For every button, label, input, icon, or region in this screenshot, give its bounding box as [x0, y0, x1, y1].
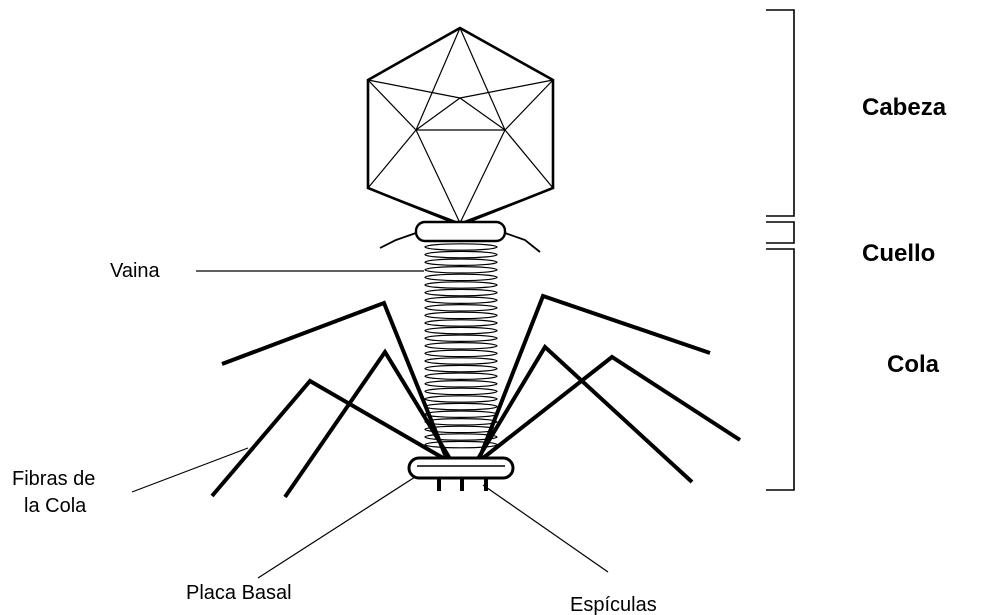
base-plate	[409, 458, 513, 478]
bracket-head	[766, 10, 794, 216]
region-brackets	[766, 10, 794, 490]
tail-fiber-upper-left	[222, 303, 448, 462]
label-sheath: Vaina	[110, 260, 161, 282]
sheath-coil	[425, 343, 497, 349]
sheath-coil	[425, 396, 497, 402]
sheath-coil	[425, 388, 497, 394]
label-head: Cabeza	[862, 94, 947, 121]
capsid-outline	[368, 28, 553, 225]
sheath-coil	[425, 350, 497, 356]
base-plate-group	[409, 458, 513, 491]
sheath-coil	[425, 320, 497, 326]
label-spikes: Espículas	[570, 594, 657, 615]
whisker-left	[380, 233, 416, 248]
sheath-coil	[425, 365, 497, 371]
label-tail-fibers-line1: Fibras de	[12, 468, 95, 490]
sheath-coil	[425, 244, 497, 250]
collar-ring	[416, 222, 505, 241]
sheath-coil	[425, 289, 497, 295]
sheath-coil	[425, 312, 497, 318]
sheath-coil	[425, 251, 497, 257]
leader-spikes	[483, 485, 608, 572]
sheath-coil	[425, 259, 497, 265]
sheath-coil	[425, 419, 497, 425]
sheath-coils	[425, 244, 497, 448]
sheath-coil	[425, 411, 497, 417]
sheath-coil	[425, 403, 497, 409]
leader-base-plate	[258, 477, 415, 578]
sheath-coil	[425, 282, 497, 288]
sheath-coil	[425, 381, 497, 387]
sheath-coil	[425, 373, 497, 379]
label-neck: Cuello	[862, 240, 935, 267]
label-tail: Cola	[887, 351, 940, 378]
capsid-inner-triangle	[416, 130, 505, 223]
sheath-coil	[425, 305, 497, 311]
capsid-head	[368, 28, 553, 225]
sheath-coil	[425, 327, 497, 333]
sheath-coil	[425, 297, 497, 303]
label-tail-fibers-line2: la Cola	[24, 495, 87, 517]
label-base-plate: Placa Basal	[186, 582, 292, 604]
sheath-coil	[425, 358, 497, 364]
sheath-coil	[425, 267, 497, 273]
neck-collar	[380, 222, 540, 252]
bracket-neck	[766, 222, 794, 243]
leader-tail-fibers	[132, 448, 248, 492]
capsid-facet-line	[368, 130, 416, 188]
bracket-tail	[766, 249, 794, 490]
capsid-facet-line	[505, 130, 553, 188]
sheath-coil	[425, 274, 497, 280]
tail-fiber-lower-right	[478, 357, 740, 462]
whisker-right	[505, 233, 540, 252]
sheath-coil	[425, 335, 497, 341]
capsid-facet-line	[368, 80, 460, 98]
